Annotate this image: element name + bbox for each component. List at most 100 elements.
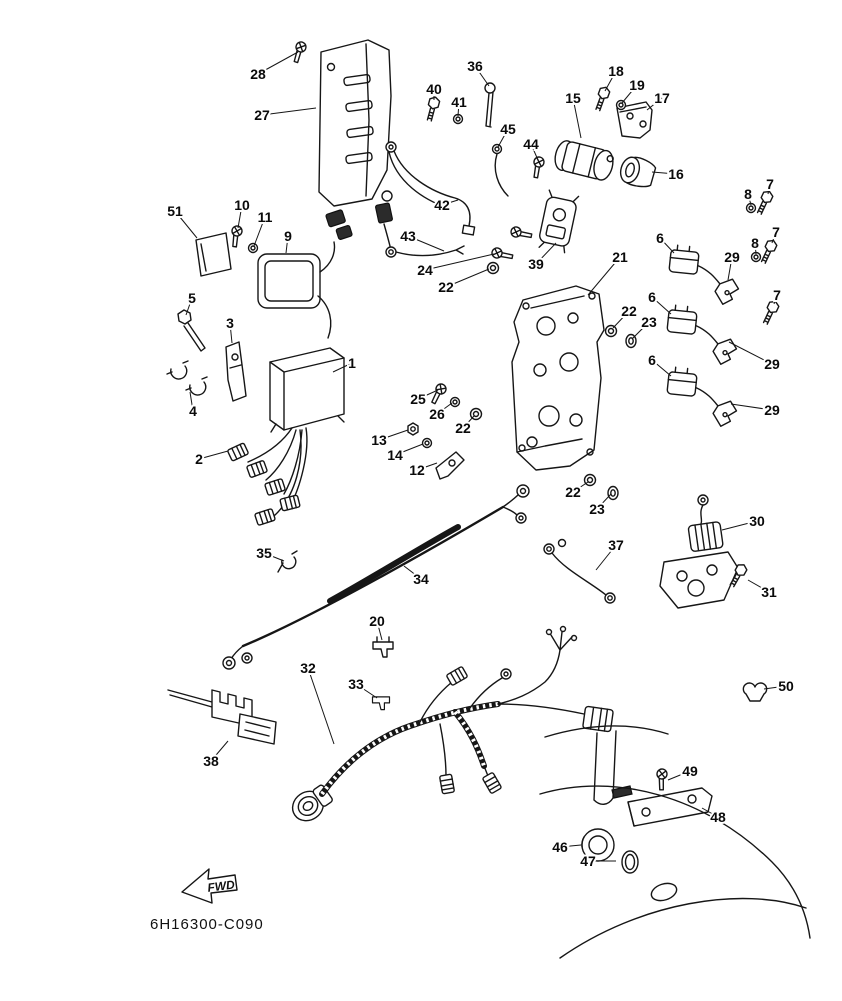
callout-14: 14 <box>387 447 403 463</box>
starter-relay <box>554 140 614 181</box>
screw-10-part <box>227 224 244 249</box>
leader-line-37 <box>595 544 617 571</box>
fwd-arrow: FWD <box>181 868 238 904</box>
callout-2: 2 <box>195 451 203 467</box>
leader-line-34 <box>403 565 422 580</box>
leader-line-22 <box>572 481 589 493</box>
ignition-coil-6-c <box>663 365 742 429</box>
clamp-bracket-48 <box>611 785 713 827</box>
leader-line-12 <box>416 462 438 471</box>
bracket-12-part <box>435 451 465 480</box>
bolt-7-part-a <box>754 188 775 217</box>
holder-20-part <box>372 636 394 658</box>
callout-41: 41 <box>451 94 467 110</box>
callout-46: 46 <box>552 839 568 855</box>
leader-line-39 <box>535 242 557 265</box>
callout-10: 10 <box>234 197 250 213</box>
leader-line-32 <box>307 667 335 745</box>
callout-7: 7 <box>766 176 774 192</box>
bolt-5-part <box>177 309 206 352</box>
leader-line-33 <box>355 683 378 699</box>
diagram-artwork: FWD 6H16300-C090 <box>150 39 811 959</box>
callout-49: 49 <box>682 763 698 779</box>
callout-36: 36 <box>467 58 483 74</box>
leader-line-23 <box>596 493 612 510</box>
leader-line-7 <box>773 294 778 305</box>
leader-line-51 <box>174 210 198 239</box>
leader-line-28 <box>257 51 299 75</box>
callout-24: 24 <box>417 262 433 278</box>
washer-11-part <box>247 242 259 254</box>
leader-line-29 <box>727 256 733 281</box>
leader-line-14 <box>394 443 424 456</box>
leader-line-8 <box>754 242 757 255</box>
leader-line-20 <box>376 620 383 641</box>
callout-9: 9 <box>284 228 292 244</box>
leader-line-30 <box>721 520 758 531</box>
callout-22: 22 <box>565 484 581 500</box>
leader-line-31 <box>747 579 770 593</box>
callout-32: 32 <box>300 660 316 676</box>
leader-line-8 <box>747 193 752 206</box>
bolt-18-part <box>592 84 612 113</box>
leader-line-19 <box>621 84 638 104</box>
leader-line-46 <box>559 844 582 848</box>
callout-6: 6 <box>656 230 664 246</box>
callout-17: 17 <box>654 90 670 106</box>
collar-23-part-b <box>607 485 619 501</box>
grommet-22-part-d <box>583 473 597 487</box>
pin-36-part <box>484 82 496 128</box>
leader-line-22 <box>462 415 475 429</box>
callout-6: 6 <box>648 352 656 368</box>
leader-line-29 <box>728 341 773 365</box>
callout-7: 7 <box>773 287 781 303</box>
callout-33: 33 <box>348 676 364 692</box>
leader-line-4 <box>189 391 194 412</box>
callout-30: 30 <box>749 513 765 529</box>
washer-19-part <box>615 99 627 111</box>
callout-7: 7 <box>772 224 780 240</box>
callout-4: 4 <box>189 403 197 419</box>
leader-line-41 <box>457 101 460 117</box>
leader-line-45 <box>497 128 509 148</box>
cdi-unit <box>257 209 353 339</box>
callout-5: 5 <box>188 290 196 306</box>
leader-line-6 <box>651 296 672 315</box>
screw-49-part <box>654 767 669 792</box>
rectifier-30-part <box>659 494 739 609</box>
leader-line-36 <box>474 65 490 87</box>
callout-45: 45 <box>500 121 516 137</box>
grommet-22-part-b <box>486 261 500 275</box>
callout-8: 8 <box>751 235 759 251</box>
leader-line-18 <box>604 70 617 92</box>
leader-line-1 <box>332 362 353 373</box>
diagram-code: 6H16300-C090 <box>150 916 264 933</box>
bolt-40-part <box>423 95 442 123</box>
leader-line-43 <box>407 235 445 252</box>
callout-13: 13 <box>371 432 387 448</box>
clamps-4-part <box>166 360 208 396</box>
grommet-22-part-c <box>604 324 618 338</box>
leader-line-44 <box>530 143 539 161</box>
sub-harness-34 <box>222 484 530 670</box>
callout-8: 8 <box>744 186 752 202</box>
callout-11: 11 <box>258 209 273 225</box>
leader-line-16 <box>651 171 677 175</box>
leader-line-42 <box>441 199 459 206</box>
leader-line-11 <box>253 216 266 247</box>
lead-wire-43 <box>385 245 465 258</box>
leader-line-27 <box>261 107 317 116</box>
lead-45-part <box>491 143 509 197</box>
main-harness-32 <box>291 625 614 822</box>
leader-line-6 <box>651 359 672 377</box>
grommet-46-part <box>581 828 615 862</box>
leader-line-6 <box>659 237 675 254</box>
leader-line-9 <box>285 235 289 254</box>
bracket-3-part <box>225 341 247 402</box>
leader-line-49 <box>667 770 691 781</box>
leader-line-13 <box>378 429 409 441</box>
leader-line-21 <box>587 256 621 296</box>
callout-50: 50 <box>778 678 794 694</box>
leader-line-50 <box>763 685 787 690</box>
callout-3: 3 <box>226 315 234 331</box>
